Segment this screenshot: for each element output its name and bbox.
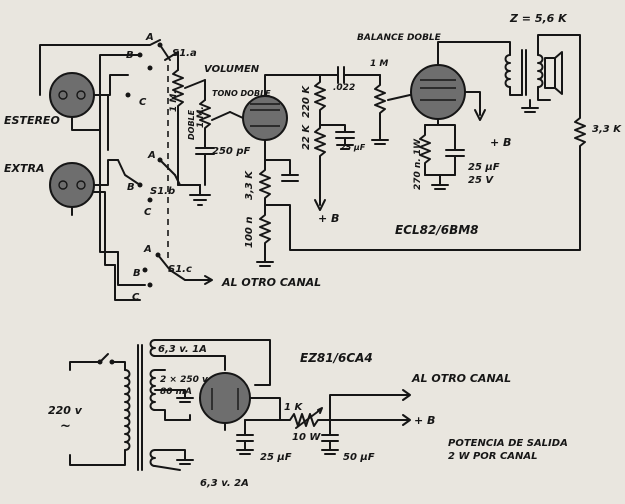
s1a-label: S1.a: [172, 48, 197, 59]
s1b-label: S1.b: [150, 186, 175, 197]
volumen-value: 1 M.: [169, 90, 179, 112]
cap-25uf-25v-label-1: 25 µF: [468, 162, 500, 173]
r-10w-label: 10 W: [292, 432, 321, 443]
balance-doble-label: BALANCE DOBLE: [357, 33, 442, 43]
balance-value: 1 M: [370, 59, 388, 69]
switch-pos-c-2: C: [144, 207, 152, 218]
cap-022-label: .022: [333, 83, 355, 93]
sec-250-label: 2 × 250 v: [160, 375, 209, 385]
r-270-label: 270 n. 1W: [413, 138, 423, 190]
volumen-doble-label: DOBLE: [187, 109, 196, 140]
r-33k-left-label: 3,3 K: [244, 170, 255, 200]
estereo-label: ESTEREO: [4, 114, 60, 127]
switch-pos-b-2: B: [127, 182, 135, 193]
sec-63-2a-label: 6,3 v. 2A: [200, 478, 249, 489]
al-otro-canal-label-2: AL OTRO CANAL: [411, 372, 511, 385]
plus-b-label-1: + B: [490, 136, 511, 149]
switch-pos-c-1: C: [139, 97, 147, 108]
r-33k-right-label: 3,3 K: [592, 124, 622, 135]
plus-b-label-2: + B: [318, 212, 339, 225]
extra-label: EXTRA: [4, 162, 44, 175]
al-otro-canal-label-1: AL OTRO CANAL: [221, 276, 321, 289]
r-1k-label: 1 K: [284, 402, 303, 413]
potencia-line-1: POTENCIA DE SALIDA: [448, 438, 568, 449]
cap-250pf-label: 250 pF: [212, 146, 251, 157]
tono-doble-label: TONO DOBLE: [212, 89, 271, 98]
switch-pos-b-1: B: [126, 50, 134, 61]
r-100-label: 100 n: [244, 217, 255, 248]
ez81-label: EZ81/6CA4: [300, 351, 373, 365]
cap-50uf-psu-label: 50 µF: [343, 452, 375, 463]
r-22k-label: 22 K: [301, 124, 312, 150]
plus-b-label-3: + B: [414, 414, 435, 427]
switch-pos-b-3: B: [133, 268, 141, 279]
cap-25uf-25v-label-2: 25 V: [468, 175, 494, 186]
sec-80ma-label: 80 mA: [160, 387, 192, 397]
cap-25uf-top-label: 25 µF: [340, 143, 366, 152]
mains-220-label: 220 v: [48, 404, 83, 417]
output-transformer-icon: [504, 49, 544, 96]
speaker-icon: [544, 51, 563, 95]
switch-pos-a-1: A: [145, 32, 154, 43]
mains-ac-symbol: ~: [60, 419, 71, 434]
volumen-label: VOLUMEN: [204, 64, 260, 75]
r-220k-label: 220 K: [301, 85, 312, 118]
ecl82-label: ECL82/6BM8: [395, 223, 479, 237]
z-impedance-label: Z = 5,6 K: [509, 12, 568, 25]
tono-value: 1 M.: [196, 106, 206, 128]
switch-pos-c-3: C: [132, 292, 140, 303]
switch-pos-a-3: A: [143, 244, 152, 255]
switch-pos-a-2: A: [147, 150, 156, 161]
cap-25uf-psu-label: 25 µF: [260, 452, 292, 463]
potencia-line-2: 2 W POR CANAL: [448, 451, 538, 462]
sec-63-1a-label: 6,3 v. 1A: [158, 344, 207, 355]
s1c-label: S1.c: [168, 264, 192, 275]
